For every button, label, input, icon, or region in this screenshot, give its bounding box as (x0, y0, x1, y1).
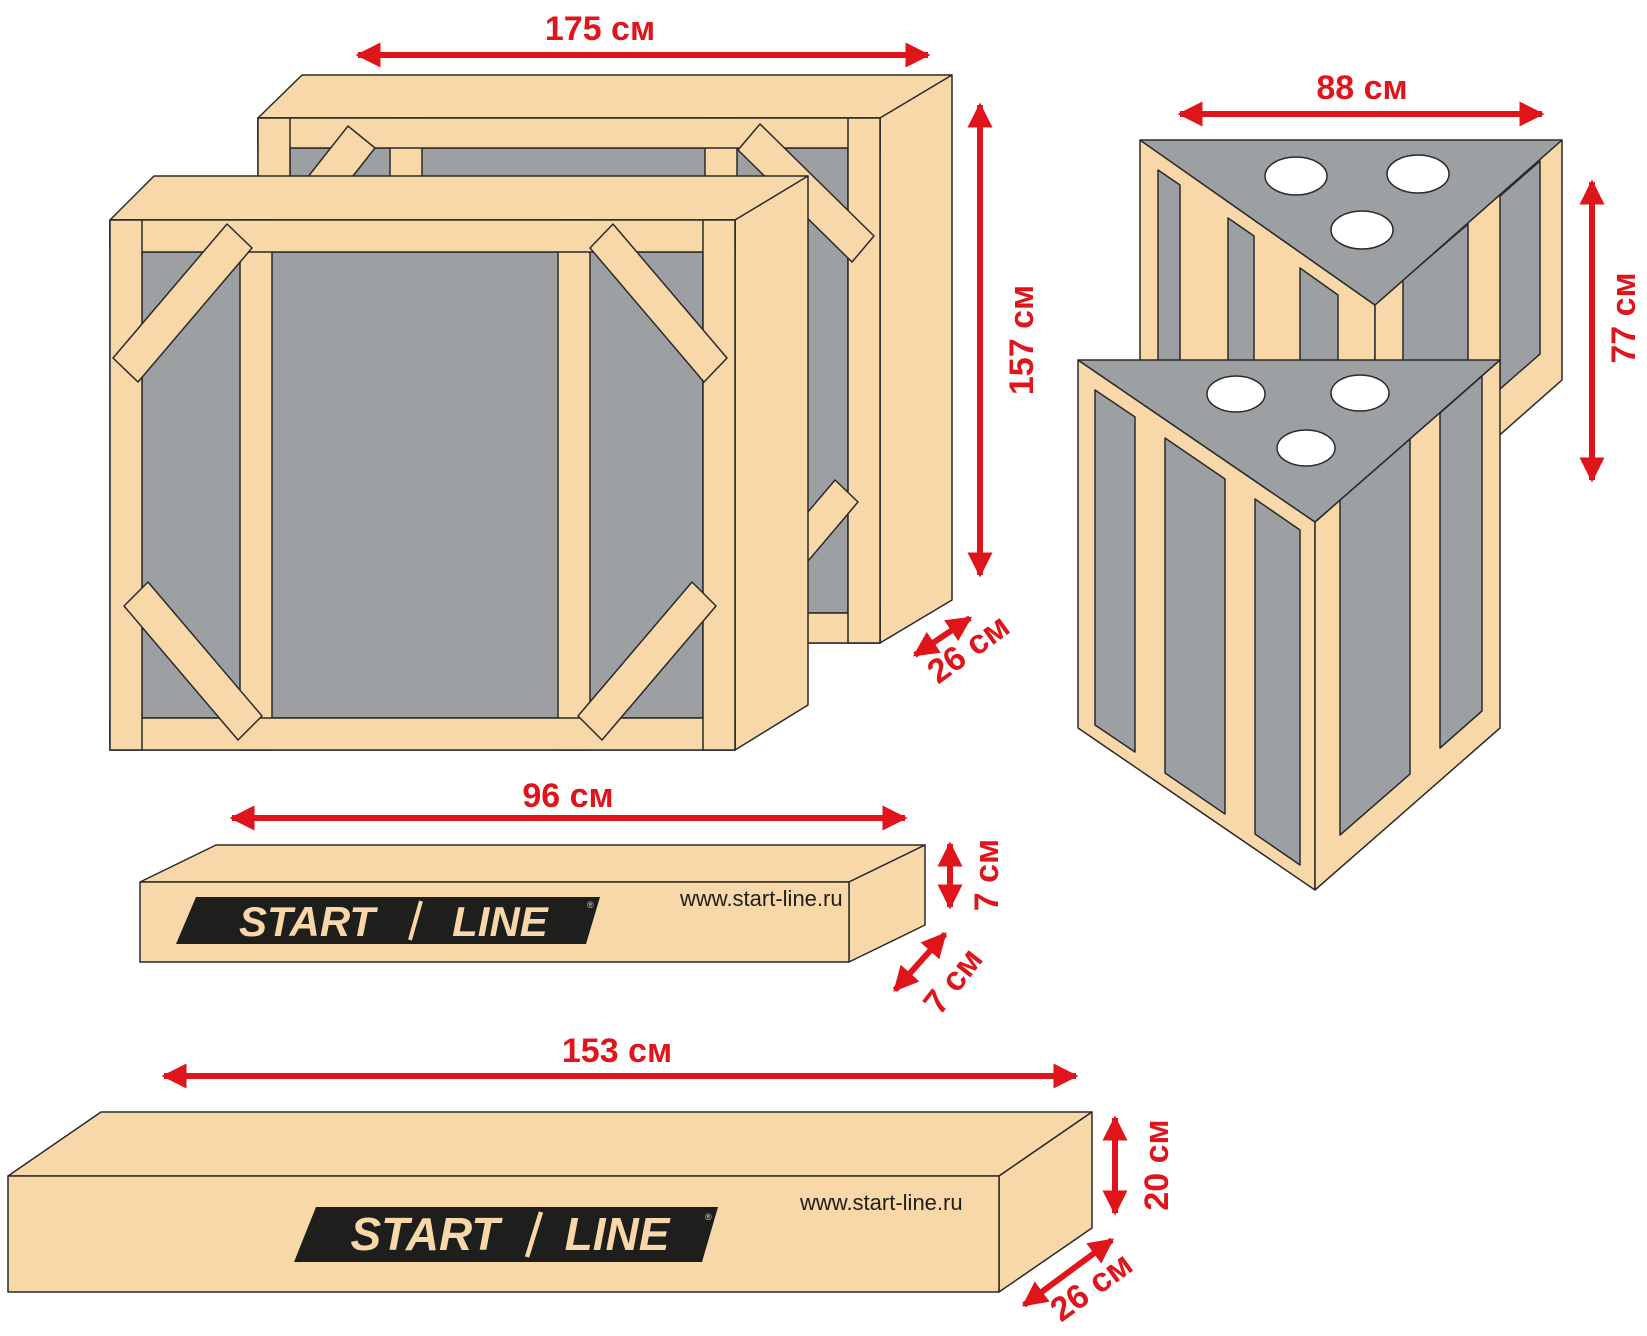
start-line-logo-icon: START LINE ® (176, 897, 600, 945)
start-line-logo-icon: START LINE ® (294, 1207, 718, 1262)
small-box-website: www.start-line.ru (679, 886, 843, 911)
logo-word-line: LINE (565, 1208, 671, 1260)
small-box-length-label: 96 см (522, 777, 613, 815)
long-box-website: www.start-line.ru (799, 1190, 963, 1215)
frame-height-label: 157 см (1003, 285, 1041, 395)
logo-word-line: LINE (452, 898, 550, 945)
long-box-logo: START LINE ® (294, 1207, 718, 1262)
logo-registered-mark: ® (705, 1212, 712, 1222)
small-box-height-label: 7 см (968, 839, 1006, 911)
double-headed-arrow-icon (892, 932, 948, 992)
double-headed-arrow-icon (1021, 1237, 1115, 1308)
triangle-height-label: 77 см (1605, 272, 1643, 363)
dimension-arrows (161, 42, 1605, 1308)
triangular-crates (1077, 139, 1563, 891)
logo-word-start: START (239, 898, 378, 945)
small-box (139, 844, 926, 963)
front-frame-crate (109, 175, 809, 751)
logo-word-start: START (350, 1208, 503, 1260)
frame-width-label: 175 см (545, 10, 655, 48)
large-frame-crates (109, 74, 953, 751)
long-box-length-label: 153 см (562, 1032, 672, 1070)
small-box-logo: START LINE ® (176, 897, 600, 945)
long-box-height-label: 20 см (1138, 1119, 1176, 1210)
triangle-width-label: 88 см (1316, 69, 1407, 107)
double-headed-arrow-icon (912, 615, 973, 658)
logo-registered-mark: ® (587, 900, 594, 910)
front-triangle-crate (1077, 359, 1501, 891)
